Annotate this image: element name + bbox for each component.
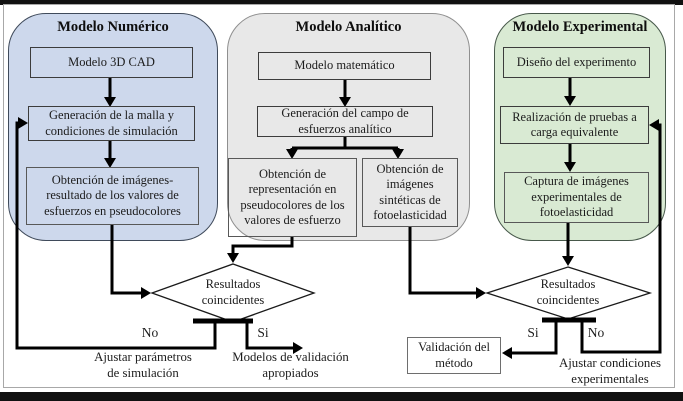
arrowheads <box>18 96 659 359</box>
label-ajustar-condiciones: Ajustar condiciones experimentales <box>559 356 661 386</box>
step-generacion-campo-esfuerzos: Generación del campo de esfuerzos analít… <box>257 106 433 137</box>
decision-right-label: Resultados coincidentes <box>536 277 600 307</box>
label-si-left: Si <box>257 325 269 340</box>
label-ajustar-parametros: Ajustar parámetros de simulación <box>94 350 192 380</box>
step-obtencion-imagenes-sinteticas: Obtención de imágenes sintéticas de foto… <box>362 158 458 227</box>
label-si-right: Si <box>527 325 539 340</box>
step-captura-imagenes: Captura de imágenes experimentales de fo… <box>504 172 649 223</box>
label-modelos-validacion: Modelos de validación apropiados <box>232 350 349 380</box>
label-no-right: No <box>587 325 605 340</box>
step-modelo-3d-cad: Modelo 3D CAD <box>30 47 193 78</box>
flow-lines <box>15 77 662 355</box>
label-no-left: No <box>141 325 159 340</box>
box-validacion-metodo: Validación del método <box>407 337 501 374</box>
figure-frame <box>3 4 675 388</box>
panel-modelo-numerico <box>8 13 218 241</box>
bottom-black-bar <box>0 392 683 401</box>
panel-modelo-experimental <box>494 13 666 241</box>
step-realizacion-pruebas: Realización de pruebas a carga equivalen… <box>500 106 649 144</box>
step-obtencion-imagenes-resultado: Obtención de imágenes-resultado de los v… <box>26 167 199 225</box>
step-modelo-matematico: Modelo matemático <box>258 52 431 80</box>
top-black-bar <box>0 0 683 5</box>
decision-junction-bars <box>193 317 596 324</box>
panel-title-numerico: Modelo Numérico <box>57 19 169 35</box>
step-diseno-experimento: Diseño del experimento <box>503 47 650 78</box>
panel-modelo-analitico <box>227 13 470 241</box>
step-generacion-malla: Generación de la malla y condiciones de … <box>28 106 195 141</box>
step-obtencion-pseudocolores: Obtención de representación en pseudocol… <box>228 158 357 237</box>
panel-title-experimental: Modelo Experimental <box>512 19 648 35</box>
decision-left-label: Resultados coincidentes <box>201 277 265 307</box>
panel-title-analitico: Modelo Analítico <box>295 19 402 35</box>
